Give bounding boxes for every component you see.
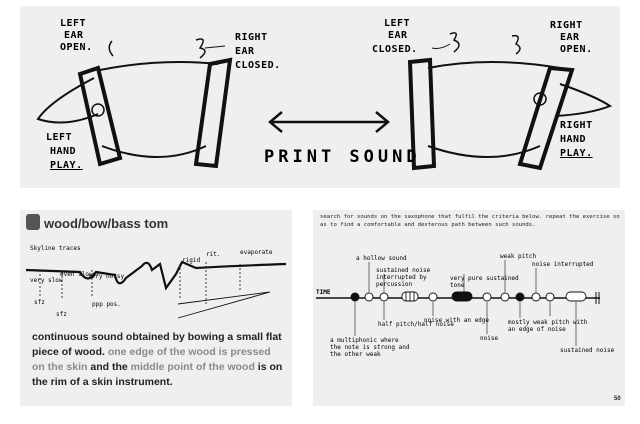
desc-part-a: continuous sound obtained by bowing a sm… xyxy=(32,331,282,358)
desc-part-e: is on the rim of a skin instrument. xyxy=(32,361,283,388)
double-arrow xyxy=(268,111,390,133)
instruction-text: search for sounds on the saxophone that … xyxy=(320,214,620,228)
right-ear-closed-line3: CLOSED. xyxy=(235,60,281,71)
right-ear-closed-line2: EAR xyxy=(235,46,255,57)
left-accordion-drawing xyxy=(36,38,233,169)
left-ear-open-line1: LEFT xyxy=(60,18,86,29)
accordion-drawings: LEFT EAR OPEN. RIGHT EAR CLOSED. LEFT HA… xyxy=(36,18,613,171)
left-hand-play-line2: HAND xyxy=(50,146,76,157)
print-sound-label: PRINT SOUND xyxy=(264,147,421,167)
desc-part-c: and the xyxy=(90,361,128,373)
ear-icon xyxy=(26,214,40,230)
desc-part-d: middle point of the wood xyxy=(130,361,255,373)
card-description: continuous sound obtained by bowing a sm… xyxy=(32,330,284,390)
top-illustration-panel: LEFT EAR OPEN. RIGHT EAR CLOSED. LEFT HA… xyxy=(20,6,620,188)
right-hand-play-line3: PLAY. xyxy=(560,148,593,159)
right-ear-open-line1: RIGHT xyxy=(550,20,583,31)
timeline-panel xyxy=(313,210,625,406)
left-ear-closed-line3: CLOSED. xyxy=(372,44,418,55)
left-hand-play-line1: LEFT xyxy=(46,132,72,143)
left-ear-closed-line2: EAR xyxy=(388,30,408,41)
right-ear-open-line3: OPEN. xyxy=(560,44,593,55)
left-hand-play-line3: PLAY. xyxy=(50,160,83,171)
page-number: 50 xyxy=(614,396,621,402)
left-ear-open-line3: OPEN. xyxy=(60,42,93,53)
left-ear-closed-line1: LEFT xyxy=(384,18,410,29)
desc-part-b: one edge of the wood is pressed on the s… xyxy=(32,346,271,373)
right-ear-closed-line1: RIGHT xyxy=(235,32,268,43)
left-ear-open-line2: EAR xyxy=(64,30,84,41)
right-hand-play-line2: HAND xyxy=(560,134,586,145)
right-hand-play-line1: RIGHT xyxy=(560,120,593,131)
right-accordion-drawing xyxy=(407,32,613,171)
right-ear-open-line2: EAR xyxy=(560,32,580,43)
card-title: wood/bow/bass tom xyxy=(44,216,169,231)
